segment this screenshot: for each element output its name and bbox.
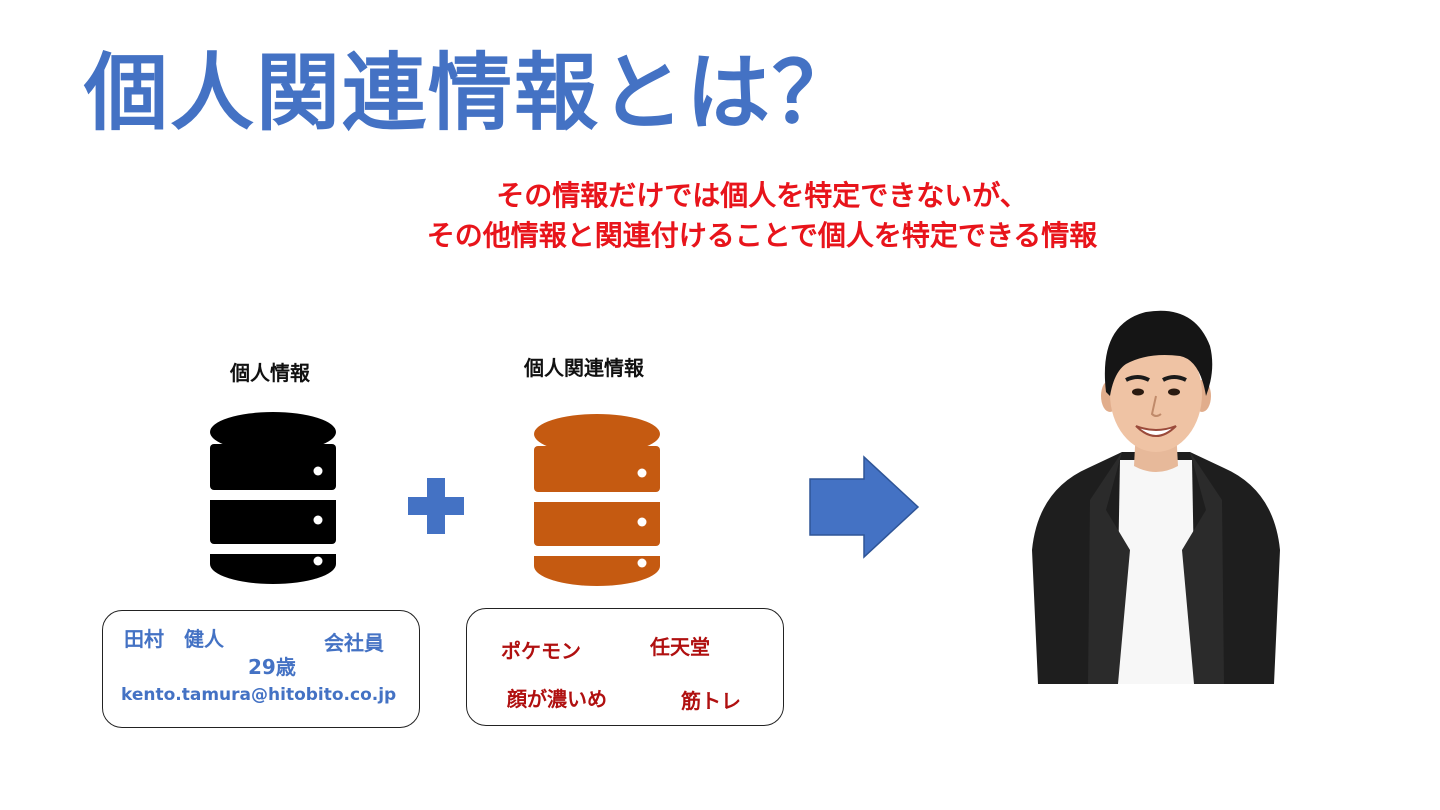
related-item-pokemon: ポケモン (501, 639, 581, 663)
related-info-box: ポケモン 任天堂 顔が濃いめ 筋トレ (466, 608, 784, 726)
related-item-training: 筋トレ (681, 689, 741, 713)
plus-icon (408, 478, 464, 534)
email-text: kento.tamura@hitobito.co.jp (121, 685, 397, 705)
subtitle-line-2: その他情報と関連付けることで個人を特定できる情報 (426, 219, 1098, 252)
personal-info-box: 田村 健人 29歳 会社員 kento.tamura@hitobito.co.j… (102, 610, 420, 728)
subtitle: その情報だけでは個人を特定できないが、 その他情報と関連付けることで個人を特定で… (0, 176, 1440, 256)
age-text: 29歳 (248, 655, 296, 679)
related-item-face: 顔が濃いめ (507, 687, 607, 711)
subtitle-line-1: その情報だけでは個人を特定できないが、 (496, 179, 1028, 212)
related-info-label: 個人関連情報 (524, 356, 644, 380)
person-photo (1032, 310, 1280, 684)
personal-info-database-icon (210, 412, 336, 584)
related-item-nintendo: 任天堂 (650, 635, 710, 659)
page-title: 個人関連情報とは？ (84, 44, 859, 142)
personal-info-label: 個人情報 (230, 361, 310, 385)
occupation-text: 会社員 (324, 631, 384, 655)
related-info-database-icon (534, 414, 660, 586)
name-text: 田村 健人 (124, 627, 224, 651)
arrow-right-icon (809, 455, 920, 559)
